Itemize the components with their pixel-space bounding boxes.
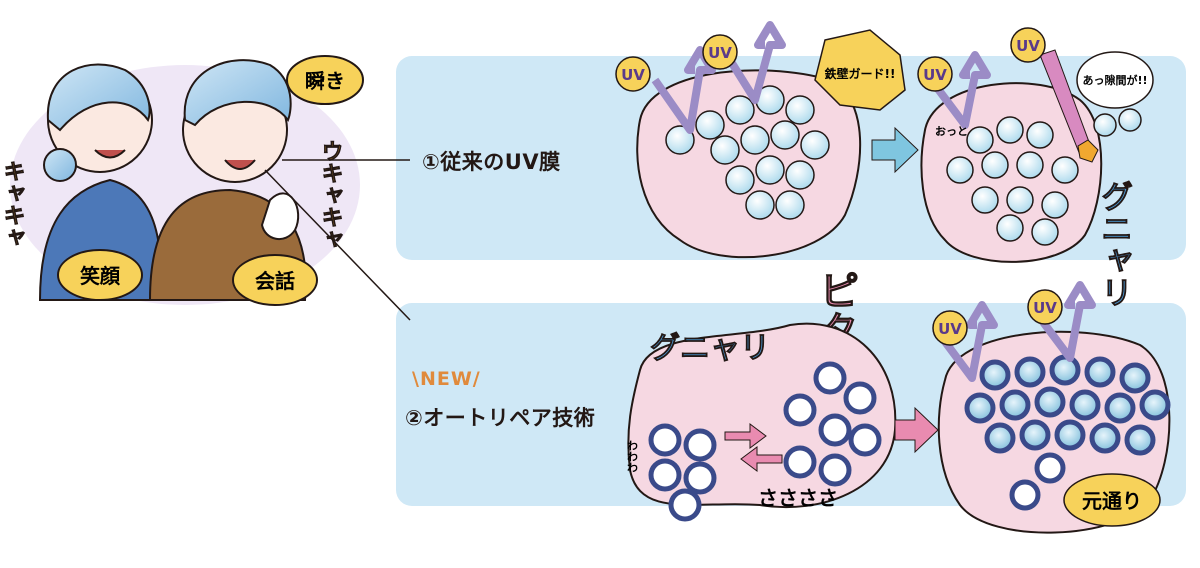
gap-text: あっ隙間が!!: [1082, 73, 1147, 87]
right-woman-hair: [183, 59, 292, 127]
cell-cluster-b: [946, 108, 1142, 246]
transition-arrow-2: [894, 406, 939, 454]
uv-badge-b2: UV: [1010, 27, 1046, 63]
uv-arrow-d2: [1036, 281, 1096, 362]
uv-text: UV: [923, 66, 947, 84]
sfx-gunya: グニャリ: [1096, 180, 1134, 308]
section-2-scene-b: UV UV 元通り: [932, 281, 1171, 534]
uv-arrow-b1: [931, 51, 991, 129]
uv-badge-d2: UV: [1027, 289, 1063, 325]
left-woman-bun: [43, 148, 77, 182]
sfx-left: キャキャ: [0, 160, 25, 248]
repair-arrow-2: [740, 446, 783, 472]
bubble-moment-text: 瞬き: [305, 69, 345, 93]
uv-text: UV: [938, 320, 962, 338]
uv-badge-b1: UV: [917, 56, 953, 92]
women-illustration: 笑顔 会話 瞬き キャキャ ウキャキャ: [0, 55, 411, 321]
ring-cells-right: [783, 361, 882, 487]
transition-arrow-1: [871, 126, 919, 174]
section-2-scene-a: グニャリ わわわ ささささ: [626, 322, 897, 522]
uv-text: UV: [621, 66, 645, 84]
sfx-otto: おっと: [935, 125, 968, 138]
bubble-moment: 瞬き: [286, 55, 364, 105]
uv-badge-a1: UV: [615, 56, 651, 92]
iron-wall-text: 鉄壁ガード!!: [825, 66, 896, 81]
new-badge: \NEW/: [412, 368, 481, 390]
left-woman-hair: [46, 63, 151, 132]
ring-cells-left: [648, 423, 717, 522]
right-woman-mouth: [224, 159, 256, 170]
uv-arrow-d1: [936, 301, 998, 382]
repair-arrow-1: [724, 423, 767, 449]
left-woman-mouth: [94, 149, 126, 159]
impact-star: [1077, 139, 1099, 163]
gap-bubble: あっ隙間が!!: [1076, 51, 1154, 109]
sfx-gunyari: グニャリ: [650, 331, 770, 366]
sfx-zuzuzu: ささささ: [758, 486, 838, 510]
bubble-talk-text: 会話: [255, 269, 295, 293]
sfx-right: ウキャキャ: [318, 140, 343, 250]
right-woman-hand: [260, 192, 300, 240]
section-1-scene-b: UV UV おっと あっ隙間が!! グニャリ: [917, 27, 1154, 308]
section-2-label: ②オートリペア技術: [405, 406, 596, 430]
bubble-talk: 会話: [232, 254, 318, 306]
restore-burst: 元通り: [1063, 473, 1161, 527]
ring-cells-restored: [964, 354, 1171, 511]
uv-text: UV: [1016, 37, 1040, 55]
uv-text: UV: [708, 44, 732, 62]
section-1-scene-a: UV UV 鉄壁ガード!! ピタ: [615, 21, 906, 351]
uv-arrow-a2: [726, 21, 786, 104]
uv-text: UV: [1033, 299, 1057, 317]
sfx-wawawa: わわわ: [626, 440, 639, 473]
pointer-line-2: [264, 169, 411, 321]
bubble-smile: 笑顔: [57, 249, 143, 301]
section-1-label: ①従来のUV膜: [422, 150, 561, 174]
bubble-smile-text: 笑顔: [80, 264, 121, 288]
uv-arrow-a1: [651, 46, 716, 134]
restore-text: 元通り: [1082, 489, 1142, 513]
uv-badge-a2: UV: [702, 34, 738, 70]
iron-wall-burst: 鉄壁ガード!!: [814, 29, 906, 111]
cell-cluster-a: [665, 85, 830, 220]
uv-badge-d1: UV: [932, 310, 968, 346]
